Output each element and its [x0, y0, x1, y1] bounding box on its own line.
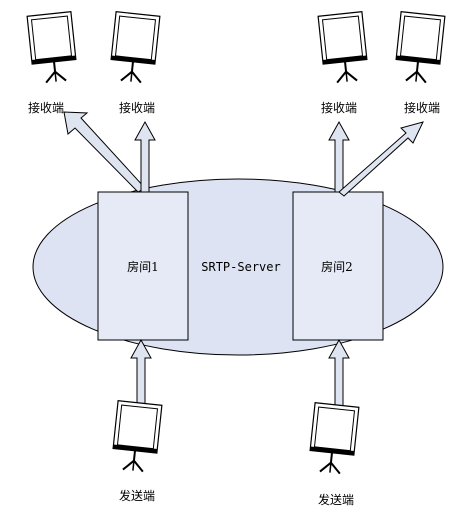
receiver-1-screen-icon [26, 10, 79, 85]
sender-1-label: 发送端 [119, 488, 155, 503]
receiver-3-label: 接收端 [321, 100, 357, 115]
arrow-room2-to-receiver-3 [328, 120, 350, 193]
receiver-2-screen-icon [108, 10, 161, 85]
arrow-room1-to-receiver-1 [63, 111, 146, 193]
arrow-room2-to-receiver-4 [338, 121, 424, 197]
receiver-4-label: 接收端 [404, 100, 440, 115]
server-label: SRTP-Server [201, 260, 280, 274]
arrow-room1-to-receiver-2 [134, 120, 156, 193]
room-1-label: 房间1 [127, 259, 159, 274]
sender-2-screen-icon [307, 401, 360, 476]
receiver-2-label: 接收端 [119, 100, 155, 115]
sender-1-screen-icon [110, 399, 163, 474]
receiver-4-screen-icon [393, 10, 446, 85]
room-2-label: 房间2 [321, 259, 353, 274]
room-1-box [97, 191, 189, 341]
receiver-1-label: 接收端 [28, 100, 64, 115]
arrow-sender-2-to-room-2 [328, 338, 350, 416]
sender-2-label: 发送端 [318, 492, 354, 507]
receiver-3-screen-icon [317, 10, 370, 85]
